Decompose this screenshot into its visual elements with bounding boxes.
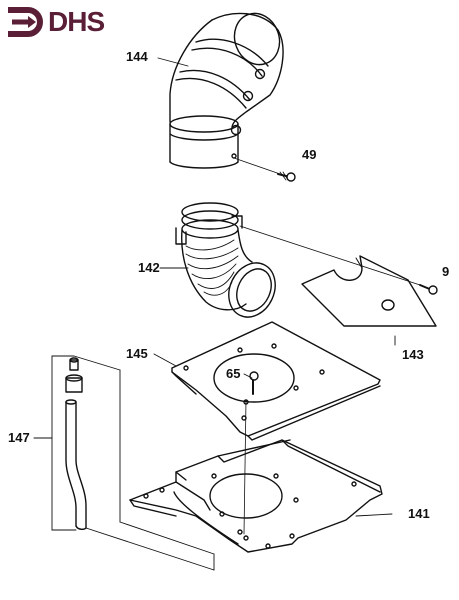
part-142-flexible-elbow — [175, 202, 276, 318]
part-49-screw — [233, 157, 296, 182]
part-147-drain-tube — [65, 357, 87, 531]
callout-147: 147 — [8, 430, 30, 445]
callout-141: 141 — [408, 506, 430, 521]
logo-mark-icon — [8, 7, 43, 37]
part-144-elbow-duct — [169, 12, 284, 169]
callout-leaders — [33, 57, 396, 571]
callout-144: 144 — [126, 49, 148, 64]
part-143-deflector-plate — [301, 255, 437, 327]
logo-wordmark: DHS — [48, 6, 105, 37]
part-141-base-frame — [129, 439, 383, 553]
part-145-mounting-plate — [171, 321, 381, 441]
callout-9: 9 — [442, 264, 450, 279]
callout-65: 65 — [226, 366, 241, 381]
callout-142: 142 — [138, 260, 160, 275]
part-9-screw — [239, 225, 438, 295]
dhs-logo: DHS — [6, 6, 126, 38]
callout-49: 49 — [302, 147, 317, 162]
callout-143: 143 — [402, 347, 424, 362]
callout-145: 145 — [126, 346, 148, 361]
